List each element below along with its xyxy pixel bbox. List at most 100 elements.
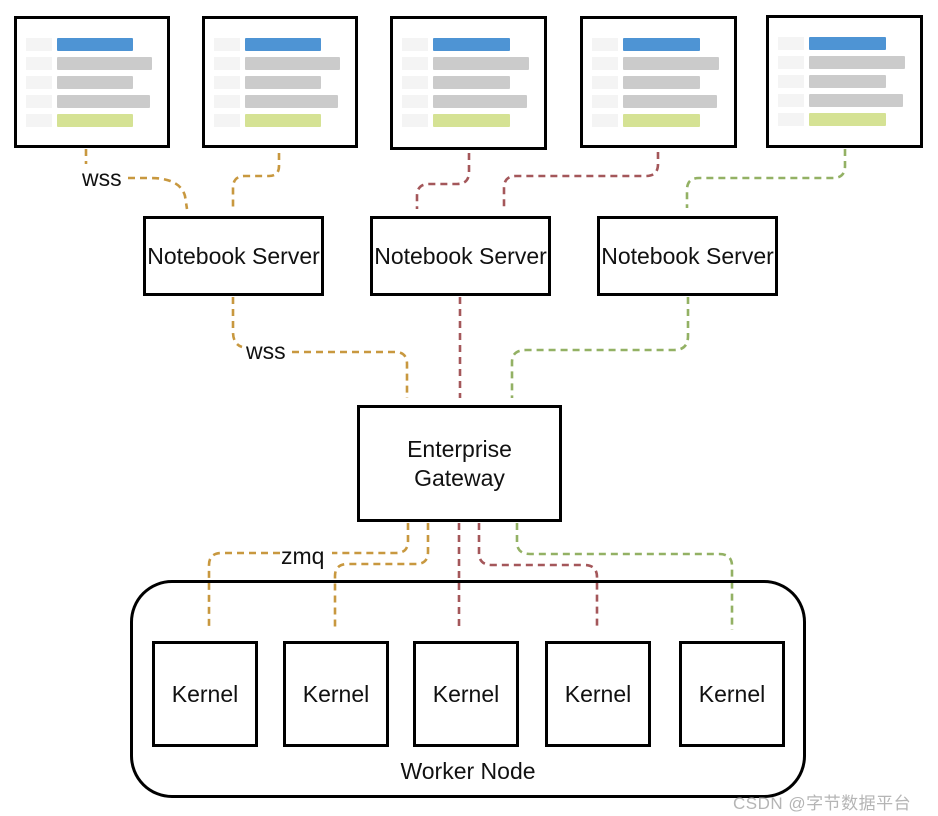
code-bar (623, 95, 717, 108)
cell-gutter (402, 114, 428, 127)
notebook-server-label: Notebook Server (601, 242, 774, 269)
kernel-3: Kernel (413, 641, 519, 747)
notebook-row (592, 114, 722, 127)
notebook-row (26, 95, 155, 108)
notebook-row (778, 56, 908, 69)
cell-gutter (214, 57, 240, 70)
edge-client5-ns3 (685, 149, 847, 208)
output-bar (623, 114, 700, 127)
code-bar (433, 57, 530, 70)
output-bar (809, 113, 886, 126)
cell-gutter (778, 94, 804, 107)
cell-gutter (402, 76, 428, 89)
edge-client1-ns1 (128, 176, 189, 210)
cell-gutter (26, 76, 52, 89)
kernel-label: Kernel (302, 680, 370, 707)
code-bar (245, 76, 322, 89)
cell-gutter (778, 113, 804, 126)
notebook-row (592, 57, 722, 70)
cell-gutter (402, 38, 428, 51)
code-bar (57, 95, 150, 108)
notebook-row (402, 57, 532, 70)
notebook-server-3: Notebook Server (597, 216, 778, 296)
cell-gutter (214, 95, 240, 108)
code-bar (809, 56, 906, 69)
code-bar (809, 94, 903, 107)
code-bar (433, 76, 510, 89)
cell-gutter (402, 57, 428, 70)
client-notebook-4 (580, 16, 737, 148)
wss-label-clients: wss (82, 165, 122, 191)
notebook-row (592, 95, 722, 108)
cell-gutter (214, 114, 240, 127)
cell-gutter (214, 38, 240, 51)
cell-gutter (214, 76, 240, 89)
notebook-row (592, 38, 722, 51)
edge-ns1-gateway-stub (231, 297, 243, 349)
notebook-server-label: Notebook Server (374, 242, 547, 269)
kernel-label: Kernel (564, 680, 632, 707)
code-bar (245, 57, 341, 70)
cell-gutter (402, 95, 428, 108)
edge-client4-ns2 (502, 152, 660, 209)
notebook-row (402, 95, 532, 108)
notebook-row (214, 76, 343, 89)
kernel-4: Kernel (545, 641, 651, 747)
worker-node-label: Worker Node (400, 758, 536, 784)
notebook-server-label: Notebook Server (147, 242, 320, 269)
cell-gutter (26, 57, 52, 70)
code-bar (433, 95, 527, 108)
code-bar (623, 57, 720, 70)
watermark: CSDN @字节数据平台 (733, 794, 912, 813)
client-notebook-1 (14, 16, 170, 148)
notebook-row (402, 38, 532, 51)
code-bar (57, 76, 134, 89)
kernel-label: Kernel (698, 680, 766, 707)
code-bar (57, 57, 153, 70)
kernel-2: Kernel (283, 641, 389, 747)
cell-gutter (26, 95, 52, 108)
client-notebook-2 (202, 16, 358, 148)
edge-ns3-gateway (510, 297, 690, 398)
notebook-row (26, 76, 155, 89)
notebook-row (214, 114, 343, 127)
output-bar (433, 114, 510, 127)
title-bar (57, 38, 134, 51)
notebook-row (26, 114, 155, 127)
cell-gutter (26, 114, 52, 127)
wss-label-gateway: wss (246, 338, 286, 364)
notebook-server-1: Notebook Server (143, 216, 324, 296)
enterprise-gateway-label: Enterprise Gateway (407, 436, 512, 491)
code-bar (623, 76, 700, 89)
edge-gateway-kernel1-a (332, 523, 410, 555)
notebook-row (402, 114, 532, 127)
notebook-row (778, 37, 908, 50)
output-bar (57, 114, 134, 127)
edge-ns1-gateway (292, 350, 409, 398)
cell-gutter (592, 57, 618, 70)
notebook-row (778, 113, 908, 126)
kernel-1: Kernel (152, 641, 258, 747)
code-bar (245, 95, 338, 108)
notebook-row (402, 76, 532, 89)
client-notebook-5 (766, 15, 923, 148)
title-bar (433, 38, 510, 51)
notebook-row (26, 57, 155, 70)
cell-gutter (592, 95, 618, 108)
cell-gutter (592, 114, 618, 127)
kernel-label: Kernel (171, 680, 239, 707)
notebook-row (214, 95, 343, 108)
worker-node-container (130, 580, 806, 798)
edge-client2-ns1 (231, 153, 281, 209)
notebook-row (778, 94, 908, 107)
cell-gutter (26, 38, 52, 51)
notebook-server-2: Notebook Server (370, 216, 551, 296)
output-bar (245, 114, 322, 127)
client-notebook-3 (390, 16, 547, 150)
notebook-row (26, 38, 155, 51)
kernel-5: Kernel (679, 641, 785, 747)
zmq-label: zmq (281, 543, 325, 569)
cell-gutter (592, 38, 618, 51)
notebook-row (592, 76, 722, 89)
enterprise-gateway: Enterprise Gateway (357, 405, 562, 522)
